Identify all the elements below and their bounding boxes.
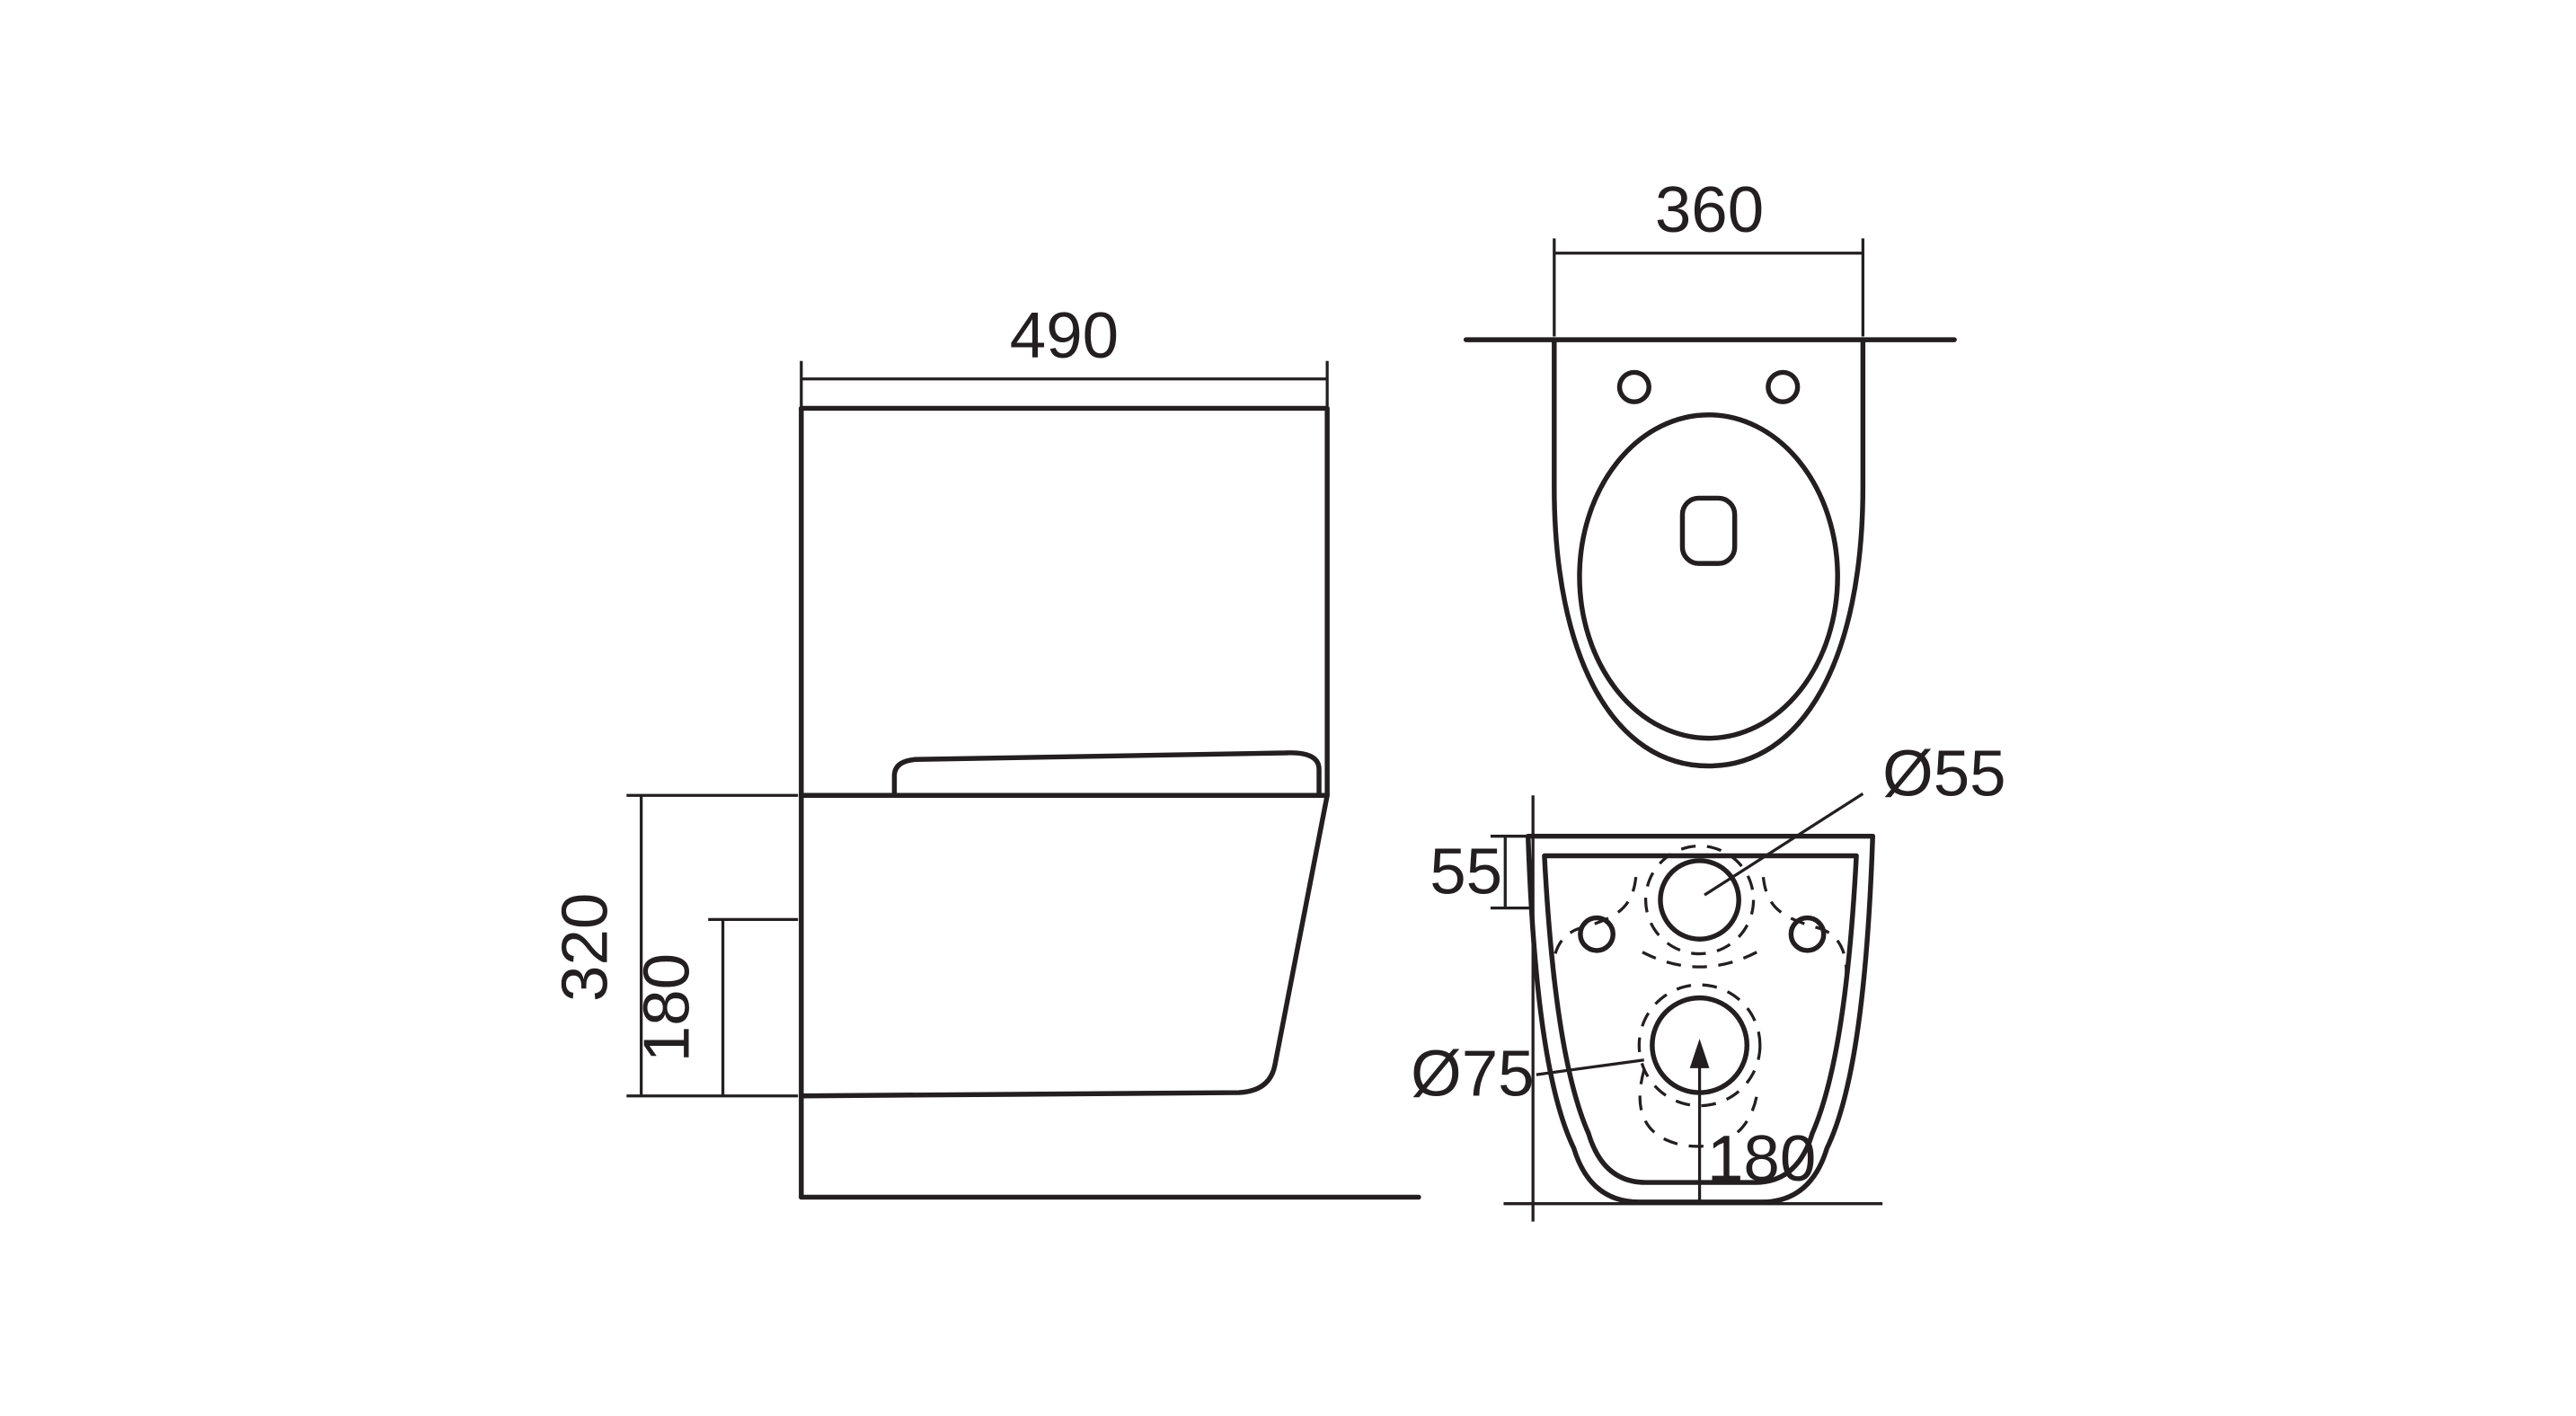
mounting-plate-dashed-left [1551, 876, 1638, 989]
dim-label-outlet-diameter: Ø75 [1411, 1038, 1534, 1111]
dim-label-height-lower: 180 [630, 953, 703, 1062]
top-view: 360 [1463, 173, 1957, 769]
leader-line [1536, 1058, 1644, 1076]
rear-inner-outline [1542, 853, 1859, 1185]
flush-opening [1679, 495, 1738, 566]
pan-outline [1552, 337, 1866, 769]
dim-height-320: 320 [548, 793, 799, 1098]
dim-inlet-offset-55: 55 [1430, 835, 1534, 910]
dim-width-360: 360 [1553, 173, 1864, 337]
side-view: 490 320 180 [548, 299, 1421, 1200]
mounting-plate-dashed-right [1761, 876, 1848, 989]
rear-view: 55 Ø55 Ø75 180 [1411, 737, 2006, 1222]
outlet-hole-dashed [1637, 983, 1762, 1108]
fixing-hole-right [1788, 915, 1827, 953]
bowl-rim [1577, 412, 1840, 741]
leader-line [1704, 792, 1864, 897]
seat-lid-outline [891, 750, 1322, 797]
dim-label-outlet-height: 180 [1707, 1122, 1816, 1195]
trapway-dashed [1638, 1069, 1758, 1148]
hinge-hole-left [1616, 369, 1651, 404]
dim-label-width: 490 [1010, 299, 1119, 372]
inlet-hole-dashed [1643, 844, 1756, 956]
label-outlet-diameter: Ø75 [1411, 1038, 1644, 1111]
fixing-hole-left [1578, 915, 1616, 953]
dim-label-height-total: 320 [548, 893, 621, 1002]
dim-arrow-up [1689, 1039, 1710, 1068]
dim-width-490: 490 [800, 299, 1329, 412]
dim-outlet-height-180: 180 [1689, 1039, 1816, 1204]
hinge-hole-right [1766, 369, 1801, 404]
bowl-outline [799, 792, 1330, 1099]
dim-label-width: 360 [1655, 173, 1764, 246]
label-inlet-diameter: Ø55 [1704, 737, 2006, 897]
inlet-hole [1658, 858, 1741, 942]
dim-label-inlet-offset: 55 [1430, 835, 1502, 907]
mounting-plate-dashed-bottom [1642, 951, 1757, 969]
dim-height-180: 180 [630, 917, 799, 1096]
dim-label-inlet-diameter: Ø55 [1882, 737, 2005, 810]
cistern-outline [799, 405, 1330, 798]
